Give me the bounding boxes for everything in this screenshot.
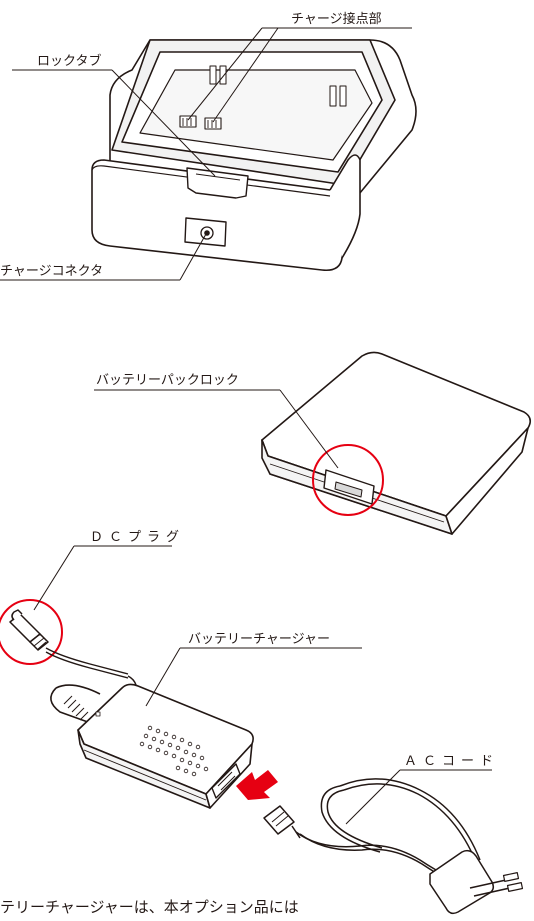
label-lock-tab: ロックタブ — [37, 54, 102, 69]
ac-cord — [263, 778, 524, 915]
cradle-leader-lines — [0, 27, 412, 281]
label-dc-plug: ＤＣプラグ — [90, 530, 186, 545]
insert-arrow-icon — [236, 770, 278, 800]
label-ac-cord: ＡＣコード — [404, 754, 500, 769]
dc-plug — [9, 609, 49, 651]
charge-contact-left — [179, 115, 197, 128]
battery-leader-lines — [94, 389, 339, 469]
dc-plug-leader-lines — [33, 545, 172, 611]
label-battery-charger: バッテリーチャージャー — [188, 632, 330, 647]
label-charge-connector: チャージコネクタ — [0, 264, 104, 279]
lock-tab — [186, 167, 249, 199]
dc-plug-highlight — [0, 599, 63, 665]
battery-pack — [261, 351, 532, 535]
footer-note: テリーチャージャーは、本オプション品には — [0, 898, 299, 916]
charge-contact-right — [204, 117, 222, 130]
ac-cord-leader-lines — [345, 769, 492, 825]
charger-leader-lines — [145, 647, 362, 707]
battery-charger — [50, 683, 254, 809]
charger-vent-holes — [139, 725, 209, 777]
charger-ac-inlet — [211, 763, 241, 799]
battery-pack-lock-highlight — [312, 444, 384, 516]
charging-cradle — [91, 39, 417, 272]
label-charge-contacts: チャージ接点部 — [291, 12, 382, 27]
label-battery-pack-lock: バッテリーパックロック — [96, 373, 239, 388]
